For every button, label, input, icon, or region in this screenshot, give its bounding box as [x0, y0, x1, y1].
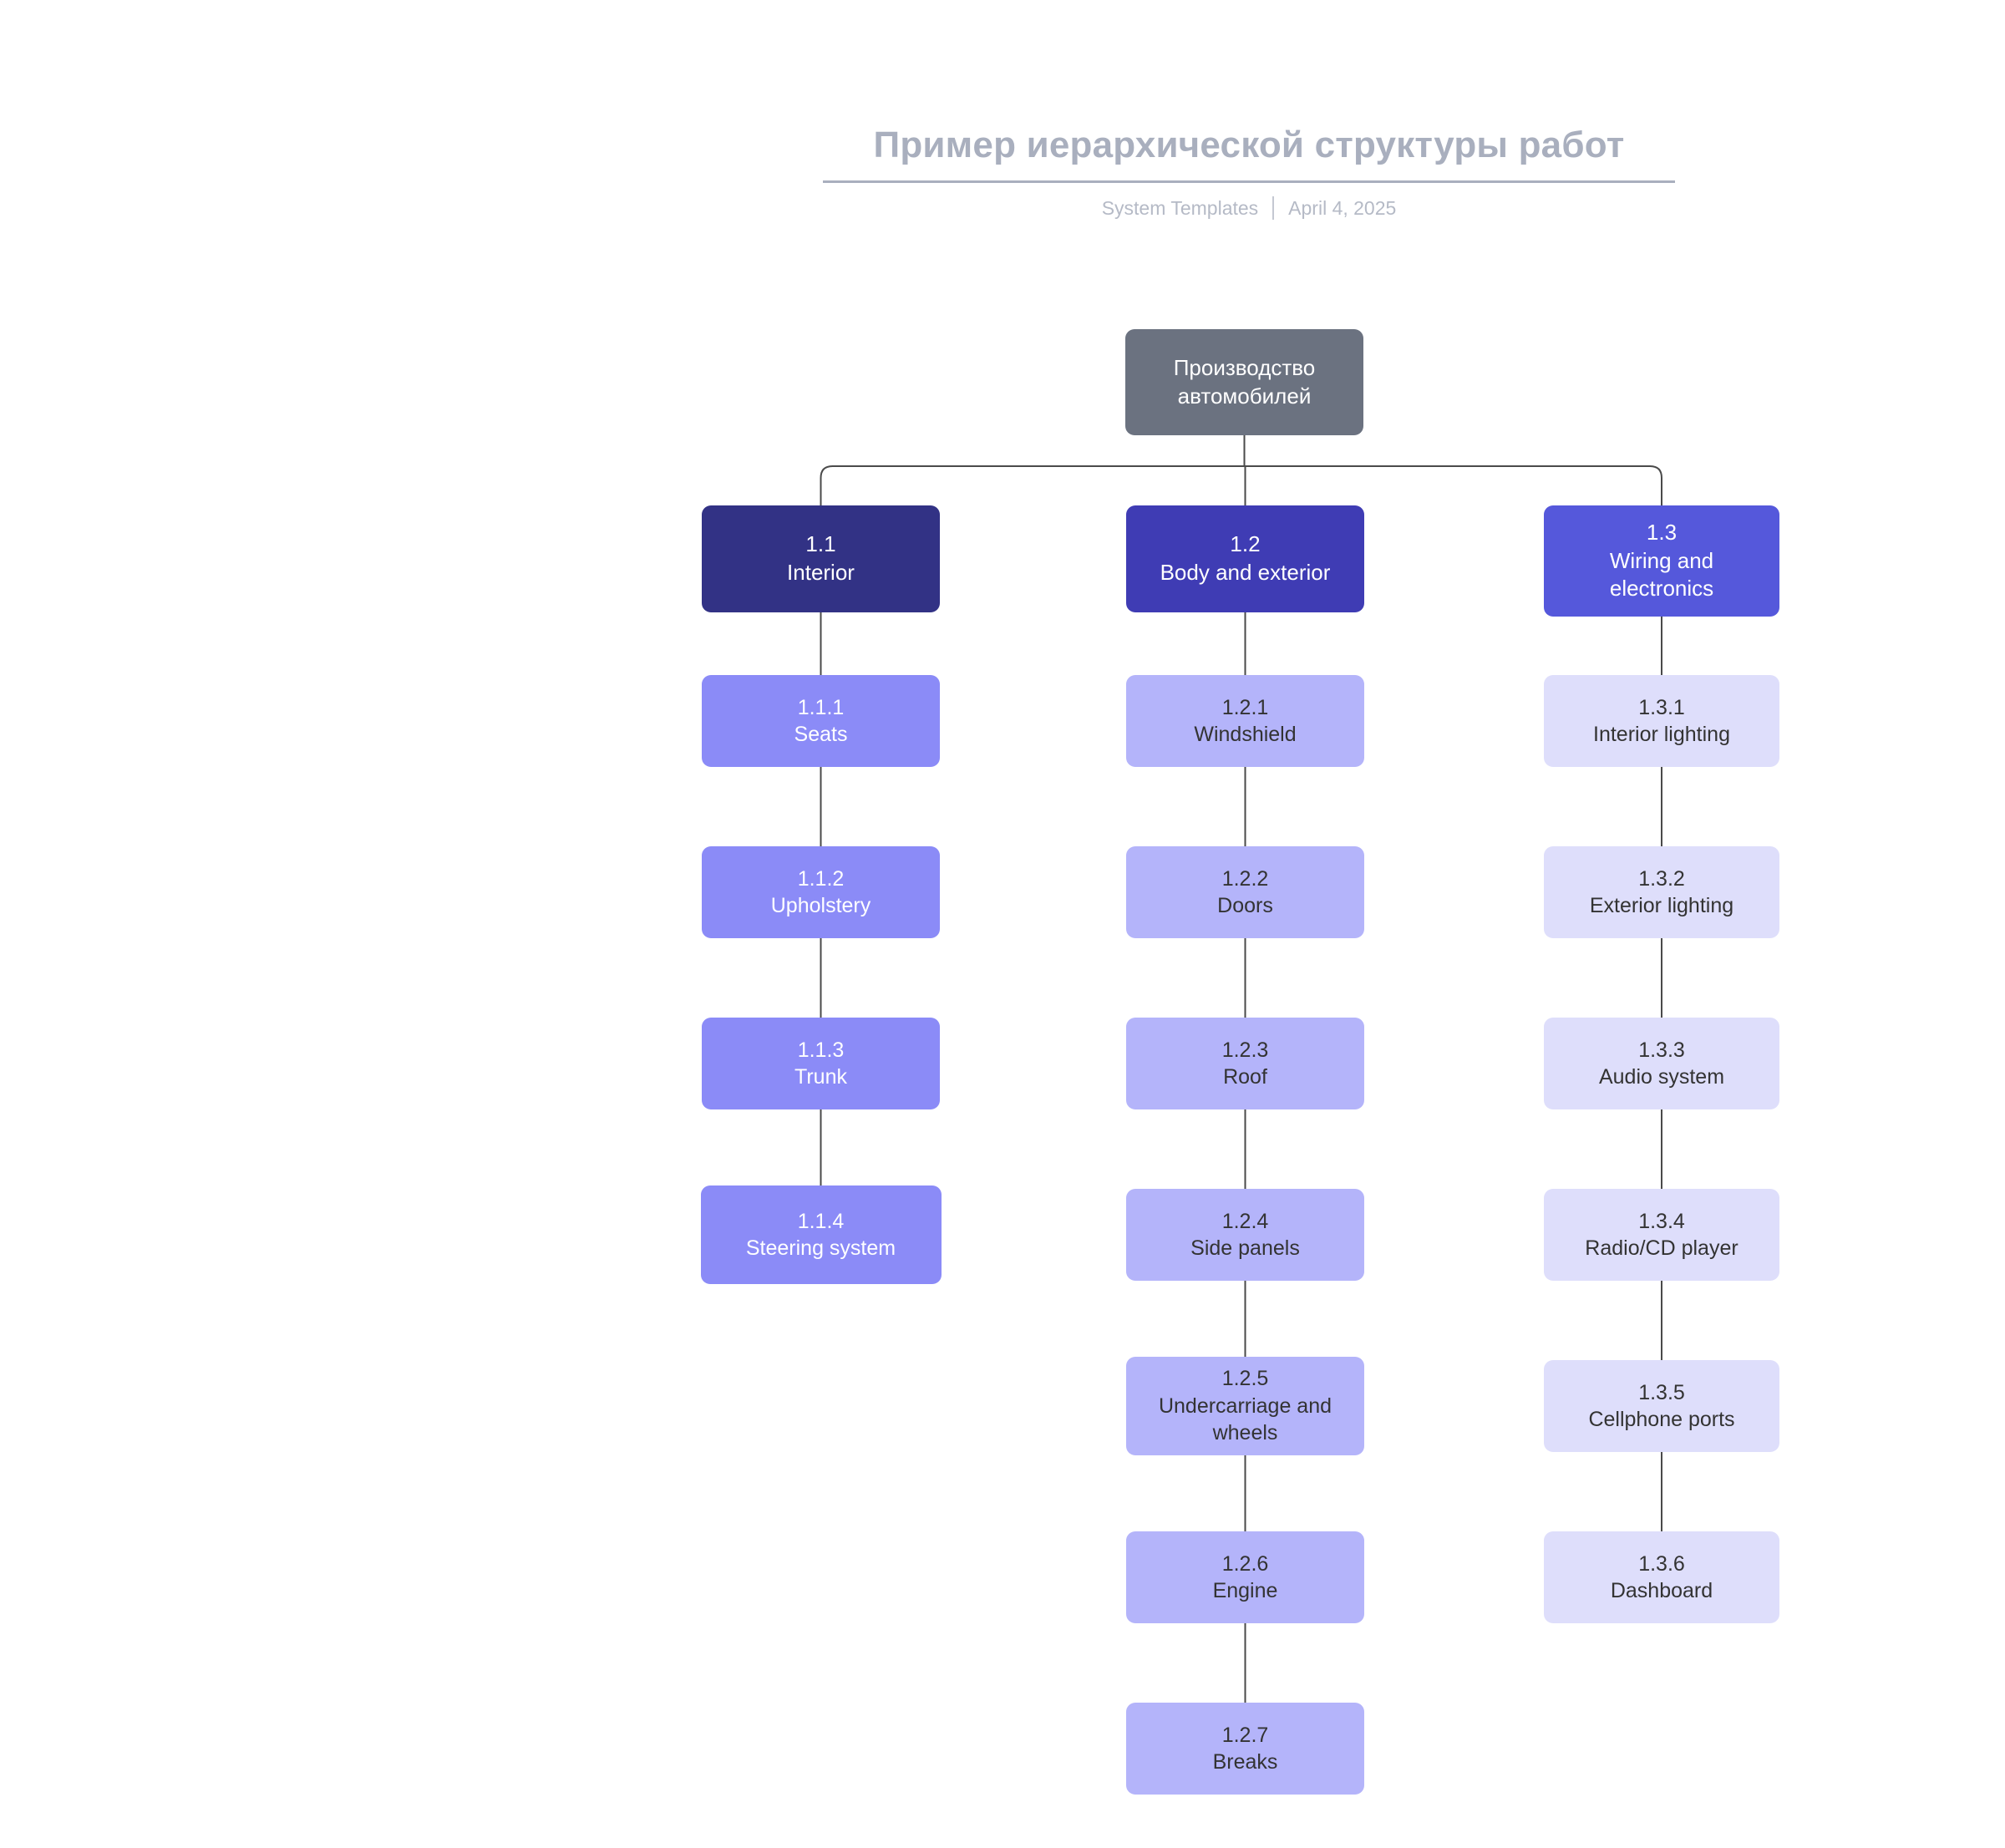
document-header: Пример иерархической структуры работ Sys… — [0, 0, 2005, 234]
subtitle-source: System Templates — [1101, 196, 1259, 219]
node-label: Cellphone ports — [1588, 1408, 1735, 1431]
node-label: Radio/CD player — [1585, 1236, 1739, 1260]
node-label: Wiring and — [1609, 547, 1714, 573]
node-code: 1.3.2 — [1638, 866, 1685, 891]
node-code: 1.3.6 — [1638, 1551, 1685, 1576]
node-label: Audio system — [1598, 1065, 1725, 1089]
node-label: Interior lighting — [1593, 723, 1730, 746]
node-label: Exterior lighting — [1589, 894, 1734, 917]
node-label: Upholstery — [770, 894, 871, 917]
node-code: 1.1.1 — [797, 695, 845, 719]
node-code: 1.3.3 — [1638, 1038, 1685, 1062]
node-label: electronics — [1609, 576, 1714, 602]
node-label: Interior — [787, 560, 855, 585]
node-code: 1.3.4 — [1638, 1209, 1685, 1233]
node-code: 1.2.4 — [1221, 1209, 1269, 1233]
node-code: 1.3.5 — [1638, 1380, 1685, 1404]
node-code: 1.1 — [805, 531, 836, 557]
node-code: 1.1.3 — [797, 1038, 845, 1062]
node-code: 1.3 — [1646, 519, 1678, 545]
node-label: Undercarriage and — [1158, 1394, 1332, 1418]
node-code: 1.2 — [1230, 531, 1261, 557]
node-code: 1.2.2 — [1221, 866, 1269, 891]
node-label: Body and exterior — [1160, 560, 1331, 585]
node-label: Dashboard — [1610, 1579, 1713, 1602]
node-code: 1.2.6 — [1221, 1551, 1269, 1576]
node-label: Windshield — [1194, 723, 1297, 746]
subtitle-date: April 4, 2025 — [1288, 196, 1397, 219]
node-code: 1.1.4 — [797, 1209, 845, 1233]
node-label: Engine — [1212, 1579, 1278, 1602]
node-code: 1.2.1 — [1221, 695, 1269, 719]
node-label: Side panels — [1190, 1236, 1300, 1260]
node-code: 1.2.3 — [1221, 1038, 1269, 1062]
wbs-node-root[interactable]: Производство автомобилей — [1125, 329, 1363, 435]
node-label: wheels — [1212, 1421, 1278, 1445]
title-block: Пример иерархической структуры работ Sys… — [823, 124, 1675, 221]
node-label: Doors — [1217, 894, 1273, 917]
node-label: Roof — [1223, 1065, 1267, 1089]
node-label: Производство — [1173, 354, 1316, 380]
node-code: 1.2.5 — [1221, 1367, 1269, 1391]
node-label: автомобилей — [1177, 383, 1312, 409]
page-title: Пример иерархической структуры работ — [823, 124, 1675, 184]
node-code: 1.1.2 — [797, 866, 845, 891]
node-label: Seats — [794, 723, 848, 746]
node-code: 1.3.1 — [1638, 695, 1685, 719]
connector — [820, 465, 1662, 505]
subtitle-row: System Templates April 4, 2025 — [823, 196, 1675, 221]
subtitle-separator — [1272, 196, 1275, 221]
node-label: Steering system — [745, 1236, 896, 1260]
node-code: 1.2.7 — [1221, 1723, 1269, 1747]
node-label: Breaks — [1212, 1750, 1278, 1774]
node-label: Trunk — [794, 1065, 847, 1089]
